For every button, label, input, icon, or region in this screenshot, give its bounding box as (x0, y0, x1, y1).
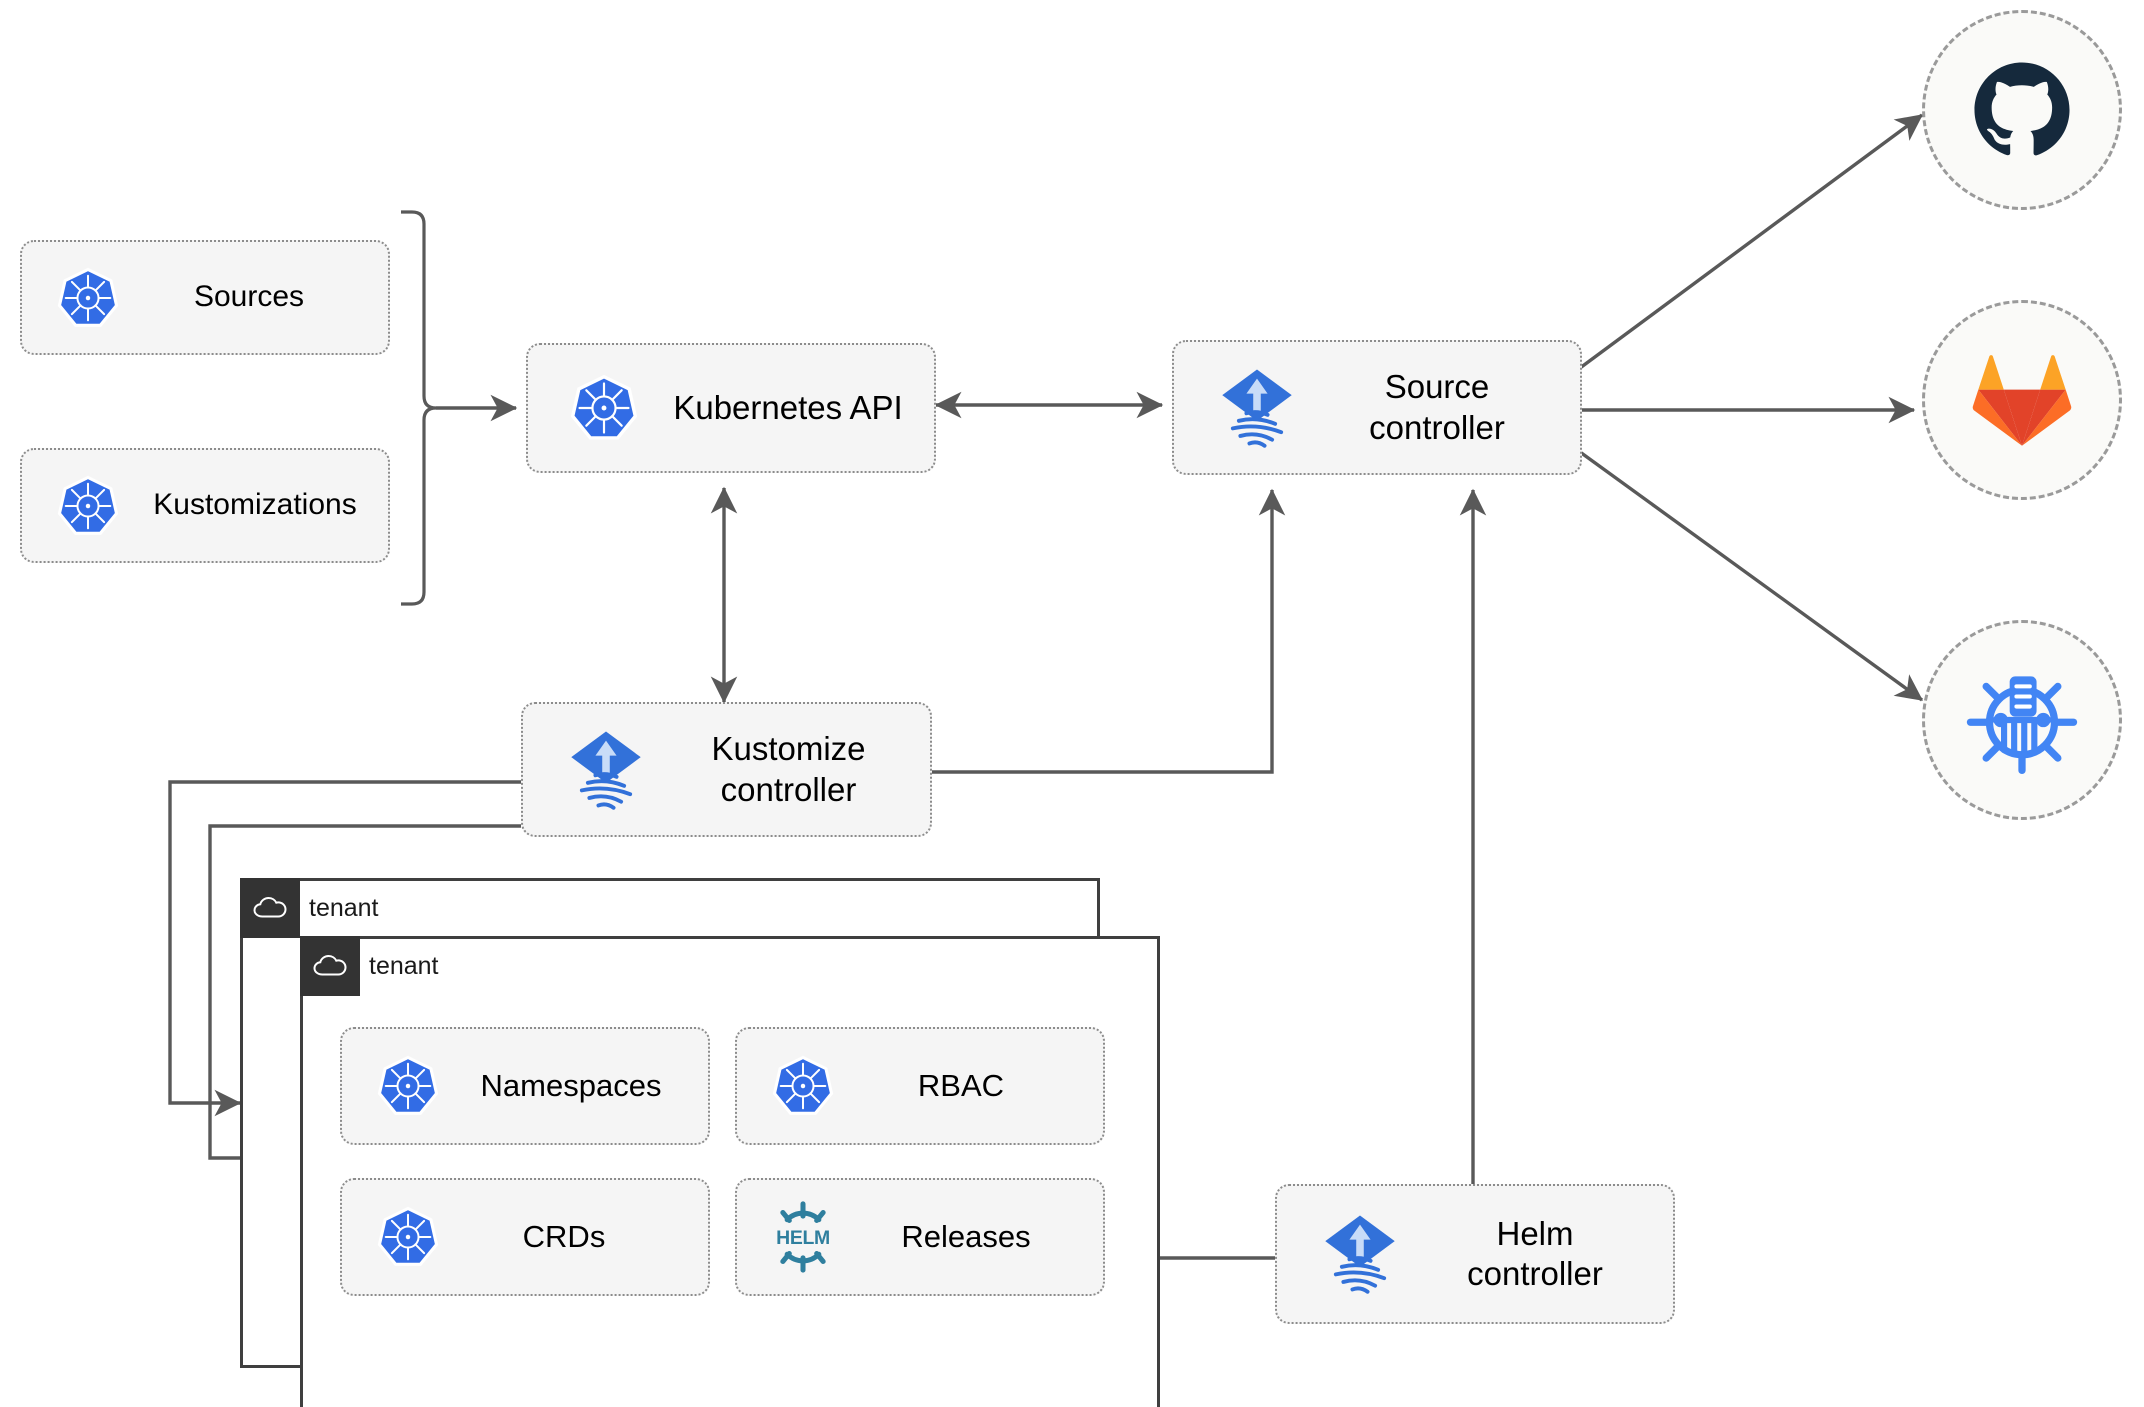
helm-icon: HELM (737, 1201, 853, 1273)
flux-icon (1174, 368, 1320, 448)
flux-icon (1277, 1214, 1423, 1294)
provider-github[interactable] (1922, 10, 2122, 210)
node-label-kustomize-controller: Kustomize controller (711, 730, 866, 808)
kubernetes-icon (737, 1055, 853, 1117)
node-rbac[interactable]: RBAC (735, 1027, 1105, 1145)
tenant-box-inner: tenant (300, 936, 1160, 1407)
edge-source-to-oci-registry (1579, 450, 1924, 702)
helm-chart-repository-icon (1966, 676, 2078, 775)
node-label-kubernetes-api: Kubernetes API (673, 388, 903, 426)
node-helm-controller[interactable]: Helm controller (1275, 1184, 1675, 1324)
flux-icon (523, 730, 669, 810)
cloud-icon (240, 878, 300, 938)
node-namespaces[interactable]: Namespaces (340, 1027, 710, 1145)
node-kustomize-controller[interactable]: Kustomize controller (521, 702, 932, 837)
node-label-kustomizations: Kustomizations (153, 488, 357, 522)
kubernetes-icon (528, 374, 662, 442)
source-group-brace (401, 210, 437, 606)
kubernetes-icon (342, 1206, 458, 1268)
node-releases[interactable]: HELM Releases (735, 1178, 1105, 1296)
provider-oci-registry[interactable] (1922, 620, 2122, 820)
node-source-controller[interactable]: Source controller (1172, 340, 1582, 475)
provider-gitlab[interactable] (1922, 300, 2122, 500)
edge-source-to-github (1578, 113, 1924, 370)
node-sources[interactable]: Sources (20, 240, 390, 355)
kubernetes-icon (342, 1055, 458, 1117)
kubernetes-icon (22, 267, 140, 329)
node-label-source-controller: Source controller (1369, 368, 1505, 446)
node-label-sources: Sources (193, 280, 305, 314)
node-label-rbac: RBAC (917, 1068, 1005, 1104)
tenant-label-outer: tenant (309, 893, 379, 922)
node-crds[interactable]: CRDs (340, 1178, 710, 1296)
svg-text:HELM: HELM (776, 1227, 830, 1249)
edge-kustomize-to-source-controller (932, 488, 1286, 774)
kubernetes-icon (22, 475, 140, 537)
edge-kustomize-to-tenant-outer (168, 780, 521, 1117)
cloud-icon (300, 936, 360, 996)
node-label-releases: Releases (901, 1219, 1031, 1255)
node-label-crds: CRDs (522, 1219, 606, 1255)
node-label-helm-controller: Helm controller (1467, 1214, 1603, 1292)
node-label-namespaces: Namespaces (480, 1068, 662, 1104)
tenant-label-inner: tenant (369, 951, 439, 980)
node-kubernetes-api[interactable]: Kubernetes API (526, 343, 936, 473)
gitlab-icon (1972, 355, 2072, 446)
node-kustomizations[interactable]: Kustomizations (20, 448, 390, 563)
github-icon (1974, 62, 2070, 156)
